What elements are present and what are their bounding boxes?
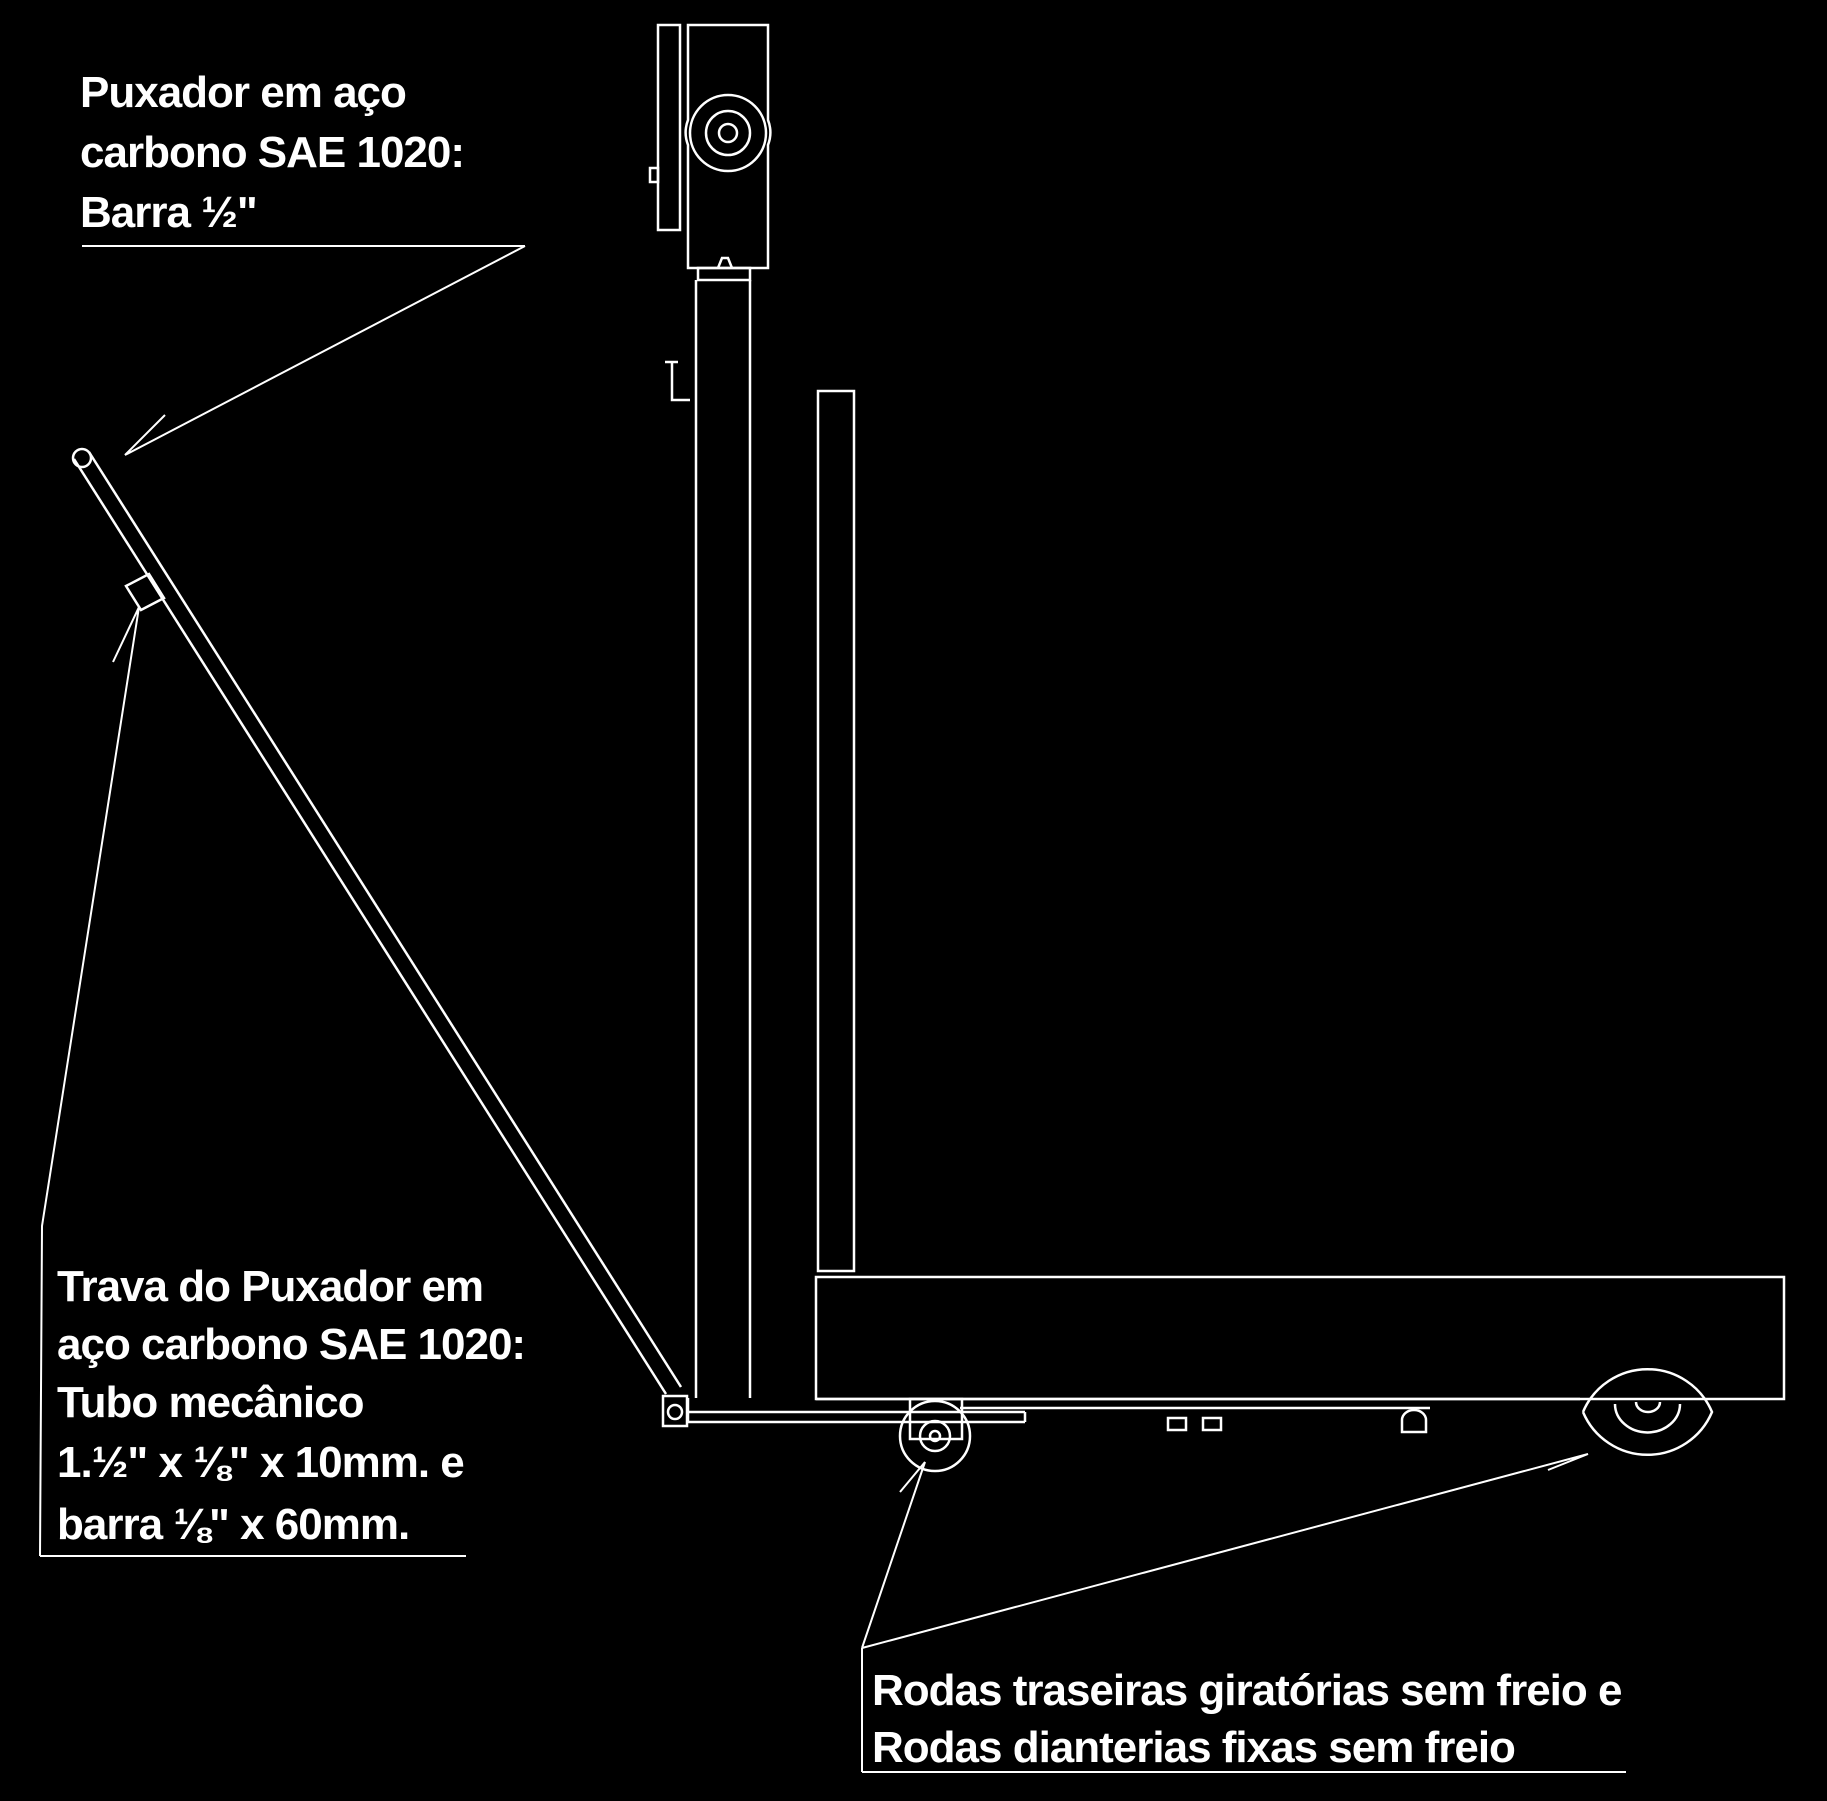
rear-wheel (898, 1397, 972, 1473)
indicator-knob (648, 166, 660, 184)
scale-drawing (39, 23, 1786, 1773)
handle-lock-leader (39, 606, 140, 1557)
wheels-label-line-1: Rodas traseiras giratórias sem freio e (872, 1666, 1621, 1715)
leader-lines (39, 245, 1626, 1773)
handle-label-line-2: carbono SAE 1020: (80, 128, 464, 177)
base-bracket-2 (1201, 1416, 1223, 1432)
handle-tip (71, 447, 93, 469)
indicator-dial-outer (688, 93, 768, 173)
front-wheel-axle (1634, 1401, 1662, 1414)
column-hook (670, 362, 690, 402)
rear-wheel-axle (928, 1429, 942, 1443)
handle-pivot (661, 1394, 689, 1428)
handle-lock-label-line-5: barra ⅛" x 60mm. (57, 1500, 409, 1549)
front-wheel-tire (1581, 1367, 1714, 1457)
platform-body (814, 1275, 1786, 1401)
handle-bar-lower (87, 451, 683, 1388)
handle-lock-label: Trava do Puxador em aço carbono SAE 1020… (57, 1262, 536, 1549)
column-collar (696, 266, 752, 282)
base-bracket-3 (1400, 1408, 1428, 1434)
base-bracket-1 (1166, 1416, 1188, 1432)
handle-pivot-bolt (666, 1403, 684, 1421)
handle-label: Puxador em aço carbono SAE 1020: Barra ½… (80, 68, 475, 237)
indicator-housing (684, 23, 772, 270)
front-wheel-hub (1613, 1403, 1682, 1434)
rear-wheel-tire (898, 1399, 972, 1473)
rear-plate (816, 389, 856, 1273)
handle-lock-label-line-1: Trava do Puxador em (57, 1262, 483, 1311)
handle-lock-sleeve (124, 572, 166, 612)
rear-wheel-hub (918, 1419, 952, 1453)
indicator-dial-mid (704, 109, 752, 157)
wheels-leader-rear (861, 1461, 926, 1649)
handle-lock-label-line-3: Tubo mecânico (57, 1378, 364, 1427)
handle-bar-upper (72, 458, 668, 1395)
handle-assembly (71, 447, 689, 1428)
handle-lock-label-line-2: aço carbono SAE 1020: (57, 1320, 525, 1369)
indicator-dial-inner (717, 122, 739, 144)
indicator-head (648, 23, 772, 282)
column (665, 280, 752, 1398)
wheels-label: Rodas traseiras giratórias sem freio e R… (872, 1666, 1633, 1772)
handle-leader (124, 245, 526, 456)
wheels-leader-front (861, 1453, 1589, 1649)
handle-label-line-3: Barra ½" (80, 188, 257, 237)
rear-wheel-fork (908, 1397, 964, 1441)
labels: Puxador em aço carbono SAE 1020: Barra ½… (57, 68, 1633, 1772)
handle-lock-label-line-4: 1.½" x ⅛" x 10mm. e (57, 1438, 464, 1487)
front-wheel (1581, 1367, 1714, 1457)
indicator-bolt (716, 256, 734, 269)
wheels-label-line-2: Rodas dianterias fixas sem freio (872, 1723, 1515, 1772)
base-frame (686, 1397, 1580, 1434)
indicator-side-panel (656, 23, 682, 232)
handle-label-line-1: Puxador em aço (80, 68, 406, 117)
